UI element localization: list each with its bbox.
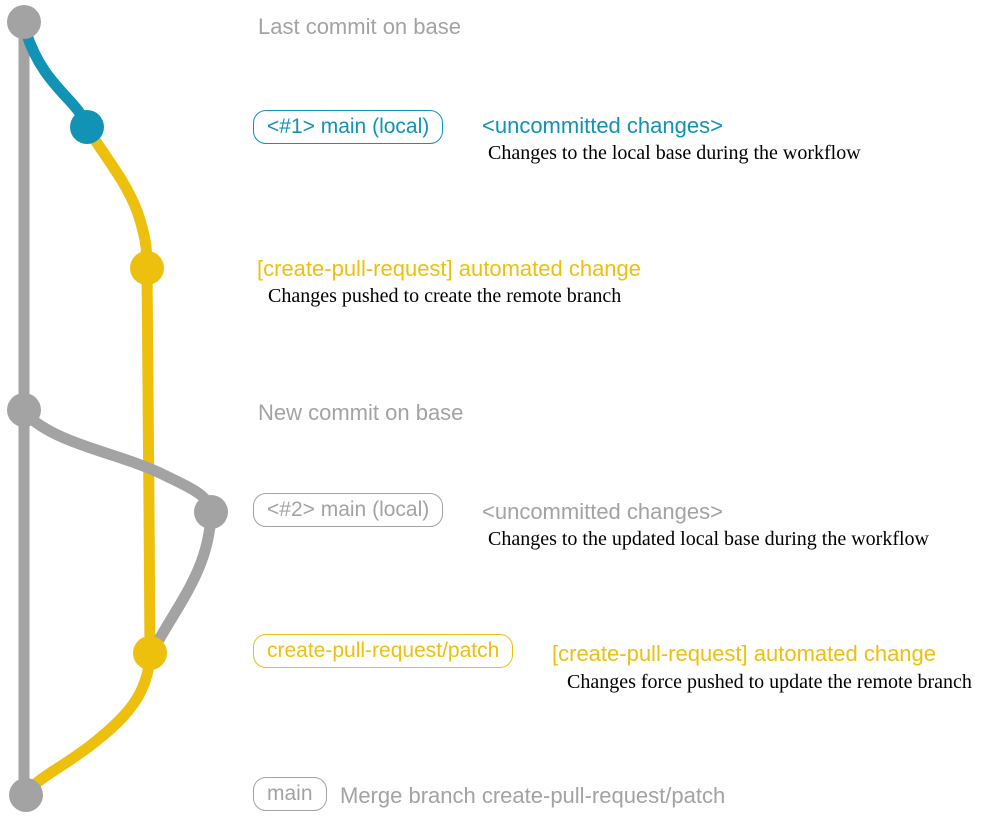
new-commit-label: New commit on base — [258, 400, 464, 425]
merge-commit-message: Merge branch create-pull-request/patch — [340, 783, 726, 808]
commit-node-patch-1 — [130, 251, 164, 285]
commit-title-local-1: <uncommitted changes> — [482, 113, 723, 138]
git-graph — [7, 5, 228, 812]
commit-title-local-2: <uncommitted changes> — [482, 499, 723, 524]
branch-tag-patch: create-pull-request/patch — [253, 634, 514, 668]
commit-node-merge — [9, 778, 43, 812]
commit-title-patch-2: [create-pull-request] automated change — [552, 641, 937, 666]
commit-node-last-base — [7, 5, 41, 39]
last-commit-label: Last commit on base — [258, 14, 461, 39]
branch-tag-main-local-1: <#1> main (local) — [253, 110, 444, 144]
branch-tag-main-local-2: <#2> main (local) — [253, 493, 444, 527]
rebase-update-path — [144, 508, 217, 659]
commit-description-patch-2: Changes force pushed to update the remot… — [567, 671, 972, 693]
commit-node-local-main-1 — [70, 110, 104, 144]
patch-merge-path — [21, 649, 156, 798]
commit-description-patch-1: Changes pushed to create the remote bran… — [268, 285, 622, 307]
base-update-pull-path — [19, 407, 217, 518]
branch-tag-main: main — [253, 777, 327, 811]
commit-description-local-1: Changes to the local base during the wor… — [488, 142, 861, 164]
commit-description-local-2: Changes to the updated local base during… — [488, 528, 929, 550]
commit-node-new-base — [7, 393, 41, 427]
patch-branch-path — [81, 121, 153, 274]
patch-branch-vertical-path — [141, 262, 156, 659]
commit-title-patch-1: [create-pull-request] automated change — [257, 256, 642, 281]
commit-node-local-main-2 — [194, 495, 228, 529]
commit-node-patch-2 — [133, 636, 167, 670]
